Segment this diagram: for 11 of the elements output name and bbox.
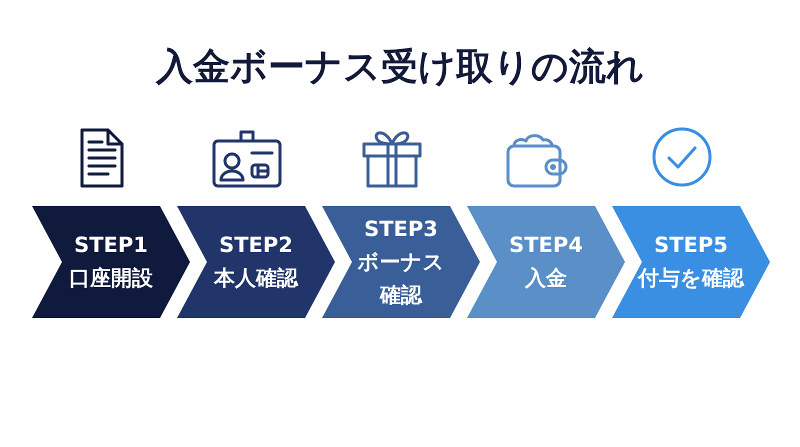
step-label: 付与を確認 [638, 265, 744, 292]
step-number: STEP3 [364, 216, 438, 242]
page-title: 入金ボーナス受け取りの流れ [154, 44, 645, 90]
step-number: STEP2 [219, 232, 293, 259]
step-label: 口座開設 [69, 265, 153, 292]
step-label: ボーナス確認 [356, 248, 446, 308]
step-number: STEP5 [654, 232, 728, 259]
step-label: 本人確認 [214, 265, 298, 292]
step-label: 入金 [525, 265, 567, 292]
step-number: STEP4 [509, 232, 583, 259]
step-number: STEP1 [74, 232, 148, 259]
